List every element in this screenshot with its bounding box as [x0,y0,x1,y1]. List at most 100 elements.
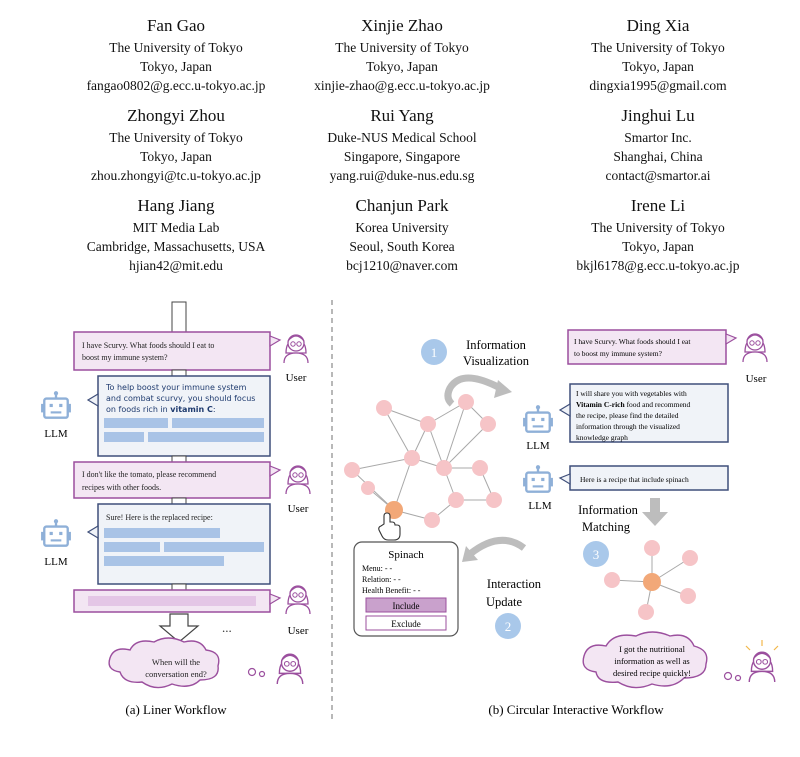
author-email: bcj1210@naver.com [346,258,458,273]
user-message-1-line1: I have Scurvy. What foods should I eat t… [82,341,214,350]
author-card: Rui Yang Duke-NUS Medical School Singapo… [262,104,542,185]
ellipsis: ... [222,620,232,635]
thought-line3: desired recipe quickly! [613,668,691,678]
down-arrow-icon [158,613,200,643]
llm-label: LLM [526,440,549,452]
thought-line2: information as well as [614,656,689,666]
liner-workflow-panel: I have Scurvy. What foods should I eat t… [40,301,311,717]
author-location: Singapore, Singapore [343,149,461,164]
card-benefit: Health Benefit: - - [362,586,421,595]
include-button[interactable] [365,597,447,613]
author-email: fangao0802@g.ecc.u-tokyo.ac.jp [86,78,266,93]
author-card: Irene Li The University of Tokyo Tokyo, … [518,194,798,275]
user-label: User [288,625,309,637]
author-email: yang.rui@duke-nus.edu.sg [329,168,475,183]
exclude-label: Exclude [391,619,421,629]
exclude-button[interactable] [365,615,447,631]
thought-line1: I got the nutritional [619,644,686,654]
caption-left: (a) Liner Workflow [125,702,227,717]
include-label: Include [393,601,420,611]
author-location: Tokyo, Japan [140,59,212,74]
user-message-2-line1: I don't like the tomato, please recommen… [82,470,216,479]
user-icon [285,585,311,614]
sparkle-icon [745,640,779,651]
author-location: Cambridge, Massachusetts, USA [86,239,266,254]
user-label: User [288,503,309,515]
author-affiliation: Duke-NUS Medical School [327,130,477,145]
down-arrow-icon [642,498,668,526]
author-name: Jinghui Lu [621,106,695,125]
author-affiliation: MIT Media Lab [132,220,220,235]
workflow-figure-svg: I have Scurvy. What foods should I eat t… [40,300,779,722]
author-affiliation: The University of Tokyo [591,220,725,235]
placeholder-bar [104,432,144,442]
step-badge-1 [421,339,447,365]
author-card: Xinjie Zhao The University of Tokyo Toky… [262,14,542,95]
step1-label-line2: Visualization [463,354,530,368]
llm-message-1-line3: the recipe, please find the detailed [576,411,679,420]
llm-message-1 [97,375,271,457]
step3-label-line2: Matching [582,520,631,534]
cycle-arrow [444,374,502,407]
placeholder-bar [164,542,264,552]
llm-label: LLM [44,428,67,440]
llm-message-1-line2: Vitamin C-rich food and recommend [576,400,691,409]
step2-label-line1: Interaction [487,577,542,591]
author-email: zhou.zhongyi@tc.u-tokyo.ac.jp [91,168,261,183]
author-block: Fan Gao The University of Tokyo Tokyo, J… [0,0,800,290]
placeholder-bar [104,556,224,566]
author-email: hjian42@mit.edu [129,258,223,273]
hand-cursor-icon [378,512,401,541]
author-email: bkjl6178@g.ecc.u-tokyo.ac.jp [576,258,740,273]
author-location: Tokyo, Japan [622,59,694,74]
author-affiliation: The University of Tokyo [109,40,243,55]
author-card: Fan Gao The University of Tokyo Tokyo, J… [36,14,316,95]
user-icon [742,333,768,362]
author-card: Jinghui Lu Smartor Inc. Shanghai, China … [518,104,798,185]
author-email: xinjie-zhao@g.ecc.u-tokyo.ac.jp [314,78,490,93]
llm-message-2 [569,465,729,491]
user-icon [285,465,311,494]
step2-label-line2: Update [486,595,523,609]
card-title: Spinach [388,549,424,561]
author-email: dingxia1995@gmail.com [589,78,727,93]
step-badge-2 [495,613,521,639]
svg-text:1: 1 [431,345,438,360]
author-affiliation: The University of Tokyo [335,40,469,55]
cycle-arrow [467,536,527,557]
user-message-1-line2: boost my immune system? [82,353,168,362]
author-location: Seoul, South Korea [349,239,455,254]
llm-robot-icon [40,390,72,419]
placeholder-bar [88,596,256,606]
placeholder-bar [104,418,168,428]
thought-line2: conversation end? [145,669,207,679]
llm-message-1-line4: information through the visualized [576,422,680,431]
author-card: Ding Xia The University of Tokyo Tokyo, … [518,14,798,95]
user-message-2 [73,461,271,499]
author-card: Zhongyi Zhou The University of Tokyo Tok… [36,104,316,185]
author-location: Tokyo, Japan [366,59,438,74]
user-message-line1: I have Scurvy. What foods should I eat [574,337,691,346]
svg-text:3: 3 [593,547,600,562]
author-card: Hang Jiang MIT Media Lab Cambridge, Mass… [36,194,316,275]
llm-message-2-text: Here is a recipe that include spinach [580,475,689,484]
llm-robot-icon [522,464,554,493]
thought-line1: When will the [152,657,200,667]
author-name: Zhongyi Zhou [127,106,225,125]
author-affiliation: Smartor Inc. [624,130,692,145]
author-affiliation: The University of Tokyo [109,130,243,145]
user-message [567,329,727,365]
llm-message-1-line1: To help boost your immune system [105,383,247,392]
author-email: contact@smartor.ai [605,168,711,183]
author-location: Tokyo, Japan [622,239,694,254]
author-card: Chanjun Park Korea University Seoul, Sou… [262,194,542,275]
llm-message-1-line2: and combat scurvy, you should focus [106,394,255,403]
author-name: Ding Xia [626,16,690,35]
author-name: Xinjie Zhao [361,16,443,35]
placeholder-bar [172,418,264,428]
step1-label-line1: Information [466,338,526,352]
user-label: User [286,372,307,384]
workflow-figure: I have Scurvy. What foods should I eat t… [0,296,800,752]
llm-robot-icon [522,404,554,433]
user-label: User [746,373,767,385]
